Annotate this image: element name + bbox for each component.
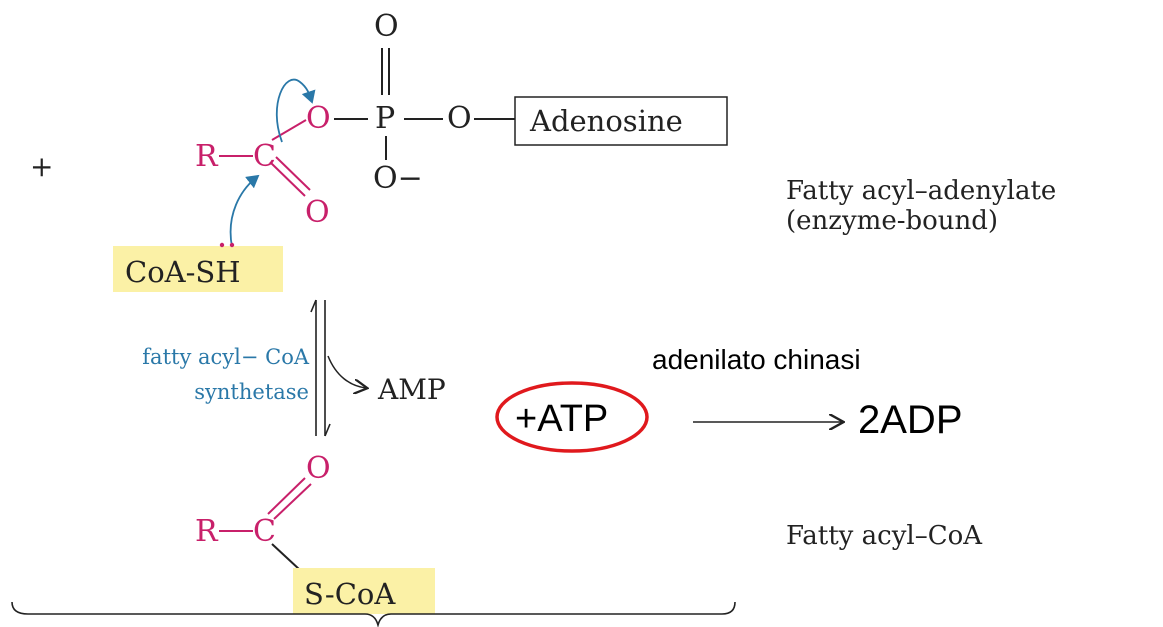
atom-o-link: O bbox=[447, 101, 472, 136]
bond-c1-o-bridge bbox=[271, 119, 307, 141]
adenosine-label: Adenosine bbox=[529, 104, 683, 138]
plus-sign: + bbox=[30, 150, 53, 183]
adenosine-box bbox=[514, 96, 728, 146]
atom-r2: R bbox=[195, 514, 219, 549]
atom-o-top: O bbox=[374, 9, 399, 44]
equilibrium-right-head bbox=[324, 423, 331, 437]
coash-highlight bbox=[113, 246, 283, 292]
bond-c1-o-double-b bbox=[275, 156, 311, 191]
atom-c2: C bbox=[253, 514, 276, 549]
fatty-acyl-coa-label: Fatty acyl–CoA bbox=[786, 521, 983, 551]
lone-pair-dot-b bbox=[229, 242, 235, 248]
scoa-label: S-CoA bbox=[304, 577, 396, 611]
curved-arrow-to-c bbox=[229, 174, 260, 248]
atom-o-minus: O− bbox=[373, 161, 423, 196]
atom-o-carbonyl1: O bbox=[305, 195, 330, 230]
atp-label: +ATP bbox=[515, 398, 608, 440]
amp-label: AMP bbox=[377, 373, 446, 406]
enzyme-bound-label: (enzyme-bound) bbox=[786, 206, 998, 236]
lone-pair-dot-a bbox=[219, 242, 225, 248]
bond-c2-s bbox=[271, 543, 301, 571]
bottom-brace bbox=[11, 601, 736, 627]
fatty-acyl-adenylate-label: Fatty acyl–adenylate bbox=[786, 176, 1056, 206]
atom-o-carbonyl2: O bbox=[306, 451, 331, 486]
adenilato-chinasi-label: adenilato chinasi bbox=[652, 344, 861, 375]
bond-c2-o-double-a bbox=[267, 477, 306, 515]
bond-c2-o-double-b bbox=[273, 483, 312, 520]
bond-c1-o-double-a bbox=[269, 161, 306, 197]
atom-o-bridge: O bbox=[306, 101, 331, 136]
atom-c1: C bbox=[253, 139, 276, 174]
curved-arrow-to-o bbox=[275, 78, 316, 143]
equilibrium-left-head bbox=[310, 299, 317, 313]
atom-r1: R bbox=[195, 139, 219, 174]
amp-branch-arrow bbox=[327, 355, 366, 388]
enzyme-label-line2: synthetase bbox=[194, 380, 309, 404]
atp-red-ring bbox=[495, 381, 649, 453]
scoa-highlight bbox=[293, 568, 435, 614]
coash-label: CoA-SH bbox=[125, 255, 241, 289]
enzyme-label-line1: fatty acyl− CoA bbox=[142, 345, 310, 369]
adp-label: 2ADP bbox=[858, 398, 963, 442]
atom-p: P bbox=[375, 101, 395, 136]
